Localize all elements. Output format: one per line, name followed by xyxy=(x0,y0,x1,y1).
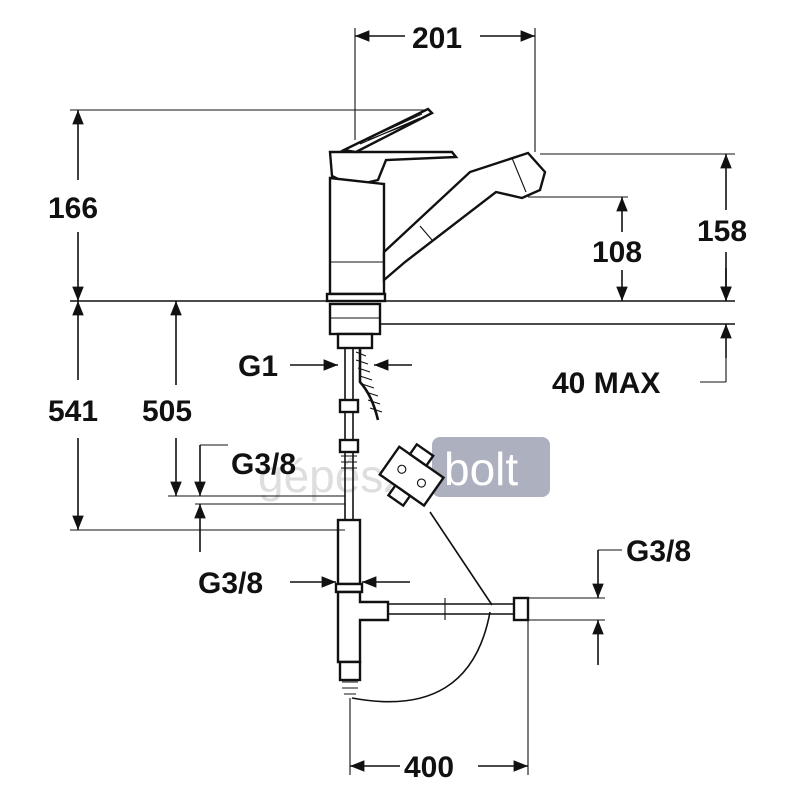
faucet-body xyxy=(325,107,547,350)
dimension-g38-lower-label: G3/8 xyxy=(198,567,263,600)
dimension-505: 505 xyxy=(142,301,345,497)
dimension-505-label: 505 xyxy=(142,395,192,428)
dimension-40-max: 40 MAX xyxy=(552,268,732,400)
dimension-201-label: 201 xyxy=(412,22,462,55)
watermark-badge-text: bolt xyxy=(444,443,518,495)
dimension-541: 541 xyxy=(48,301,345,531)
dimension-166: 166 xyxy=(48,109,430,301)
dimension-108-label: 108 xyxy=(592,236,642,269)
counter-lines xyxy=(70,300,735,325)
dimension-201: 201 xyxy=(354,22,536,152)
dimension-400: 400 xyxy=(349,620,529,784)
dimension-g1: G1 xyxy=(238,350,412,383)
dimension-400-label: 400 xyxy=(404,751,454,784)
dimension-g38-right: G3/8 xyxy=(528,535,691,665)
dimension-108: 108 xyxy=(528,196,642,301)
dimension-g38-lower: G3/8 xyxy=(198,567,410,600)
dimension-g1-label: G1 xyxy=(238,350,278,383)
dimension-541-label: 541 xyxy=(48,395,98,428)
dimension-g38-upper-label: G3/8 xyxy=(231,448,296,481)
dimension-g38-right-label: G3/8 xyxy=(626,535,691,568)
dimension-158-label: 158 xyxy=(697,215,747,248)
dimension-158: 158 xyxy=(540,153,747,301)
supply-hoses xyxy=(334,348,530,703)
watermark-badge xyxy=(432,437,550,497)
dimension-166-label: 166 xyxy=(48,192,98,225)
dimension-g38-upper: G3/8 xyxy=(194,444,345,552)
dimension-40-max-label: 40 MAX xyxy=(552,367,660,400)
